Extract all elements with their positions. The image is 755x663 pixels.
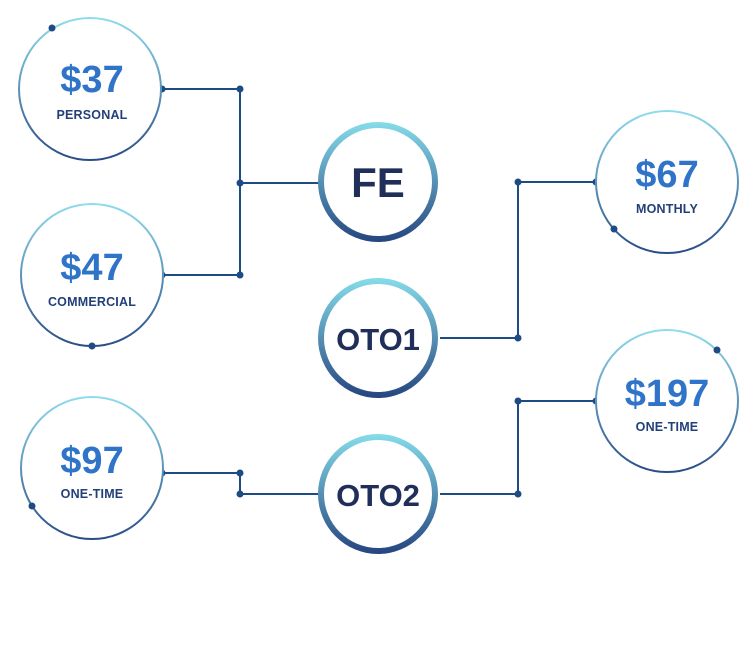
junction-dot: [514, 490, 522, 498]
offer-price: $197: [625, 373, 710, 415]
connector-lines: [162, 88, 596, 495]
junction-dot: [236, 271, 244, 279]
junction-dot: [514, 397, 522, 405]
offer-oto2-left: $97 ONE-TIME: [20, 396, 164, 540]
stage-node-oto2: OTO2: [318, 434, 438, 554]
connector-oto2-right: [440, 400, 596, 495]
offer-price: $67: [635, 154, 698, 196]
connector-monthly: [440, 181, 596, 339]
offer-oto2-right: $197 ONE-TIME: [595, 329, 739, 473]
offer-label: ONE-TIME: [61, 487, 124, 501]
connector-oto2-left: [162, 472, 320, 495]
stage-node-face: [324, 128, 432, 236]
offer-ring-dot: [88, 342, 96, 350]
junction-dot: [236, 490, 244, 498]
stage-label: OTO2: [336, 478, 420, 513]
junction-dot: [514, 334, 522, 342]
stage-node-fe: FE: [318, 122, 438, 242]
stage-label: FE: [351, 159, 405, 206]
offer-ring: [18, 17, 162, 161]
offer-ring-dot: [48, 24, 56, 32]
stage-node-face: [324, 440, 432, 548]
offer-monthly: $67 MONTHLY: [595, 110, 739, 254]
offer-label: PERSONAL: [56, 108, 127, 122]
junction-dot: [514, 178, 522, 186]
junction-dot: [236, 179, 244, 187]
offer-ring-dot: [28, 502, 36, 510]
connector-personal: [162, 88, 241, 275]
offer-commercial: $47 COMMERCIAL: [20, 203, 164, 350]
offer-ring: [595, 329, 739, 473]
offer-price: $97: [60, 440, 123, 482]
offer-label: ONE-TIME: [636, 420, 699, 434]
junction-dot: [236, 469, 244, 477]
offer-ring: [20, 396, 164, 540]
offer-personal: $37 PERSONAL: [18, 17, 162, 161]
offer-ring-dot: [610, 225, 618, 233]
offer-ring: [595, 110, 739, 254]
offer-label: COMMERCIAL: [48, 295, 136, 309]
stage-node-face: [324, 284, 432, 392]
junction-dot: [236, 85, 244, 93]
offer-price: $47: [60, 247, 123, 289]
offer-label: MONTHLY: [636, 202, 699, 216]
offer-price: $37: [60, 59, 123, 101]
offer-ring-dot: [713, 346, 721, 354]
stage-node-oto1: OTO1: [318, 278, 438, 398]
stage-label: OTO1: [336, 322, 420, 357]
